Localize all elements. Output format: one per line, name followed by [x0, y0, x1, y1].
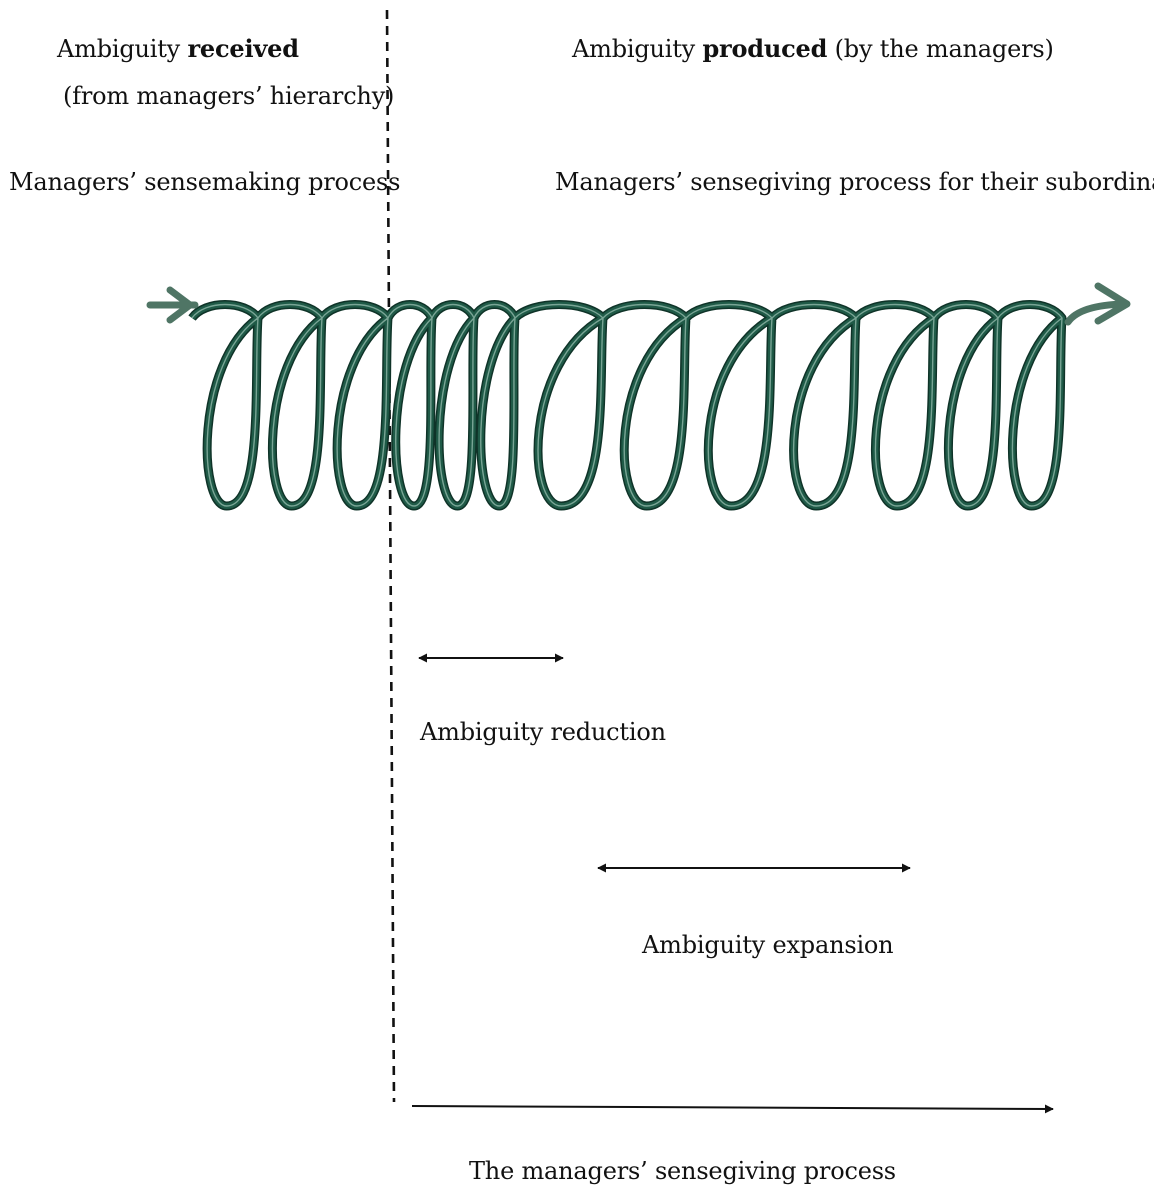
sensegiving-process-label: The managers’ sensegiving process	[469, 1157, 896, 1185]
divider-dashed-line	[385, 9, 396, 1103]
spiral-entry-arrow	[146, 286, 199, 324]
ambiguity-produced-suffix: (by the managers)	[827, 35, 1054, 63]
ambiguity-received-prefix: Ambiguity	[57, 35, 188, 63]
ambiguity-produced-prefix: Ambiguity	[572, 35, 703, 63]
sensemaking-process-label: Managers’ sensemaking process	[9, 168, 401, 196]
ambiguity-expansion-label: Ambiguity expansion	[642, 931, 894, 959]
spiral-coil-highlight	[191, 303, 1063, 507]
from-hierarchy-label: (from managers’ hierarchy)	[63, 82, 395, 110]
ambiguity-produced-label: Ambiguity produced (by the managers)	[572, 34, 1054, 63]
spiral-exit-arrow	[1064, 282, 1131, 326]
spiral-coil	[188, 300, 1067, 511]
ambiguity-received-bold: received	[187, 34, 299, 63]
sensegiving-subordinates-label: Managers’ sensegiving process for their …	[555, 168, 1154, 196]
ambiguity-reduction-label: Ambiguity reduction	[420, 718, 666, 746]
ambiguity-received-label: Ambiguity received	[57, 34, 299, 63]
sensegiving-arrow	[411, 1104, 1054, 1114]
ambiguity-produced-bold: produced	[702, 34, 828, 63]
